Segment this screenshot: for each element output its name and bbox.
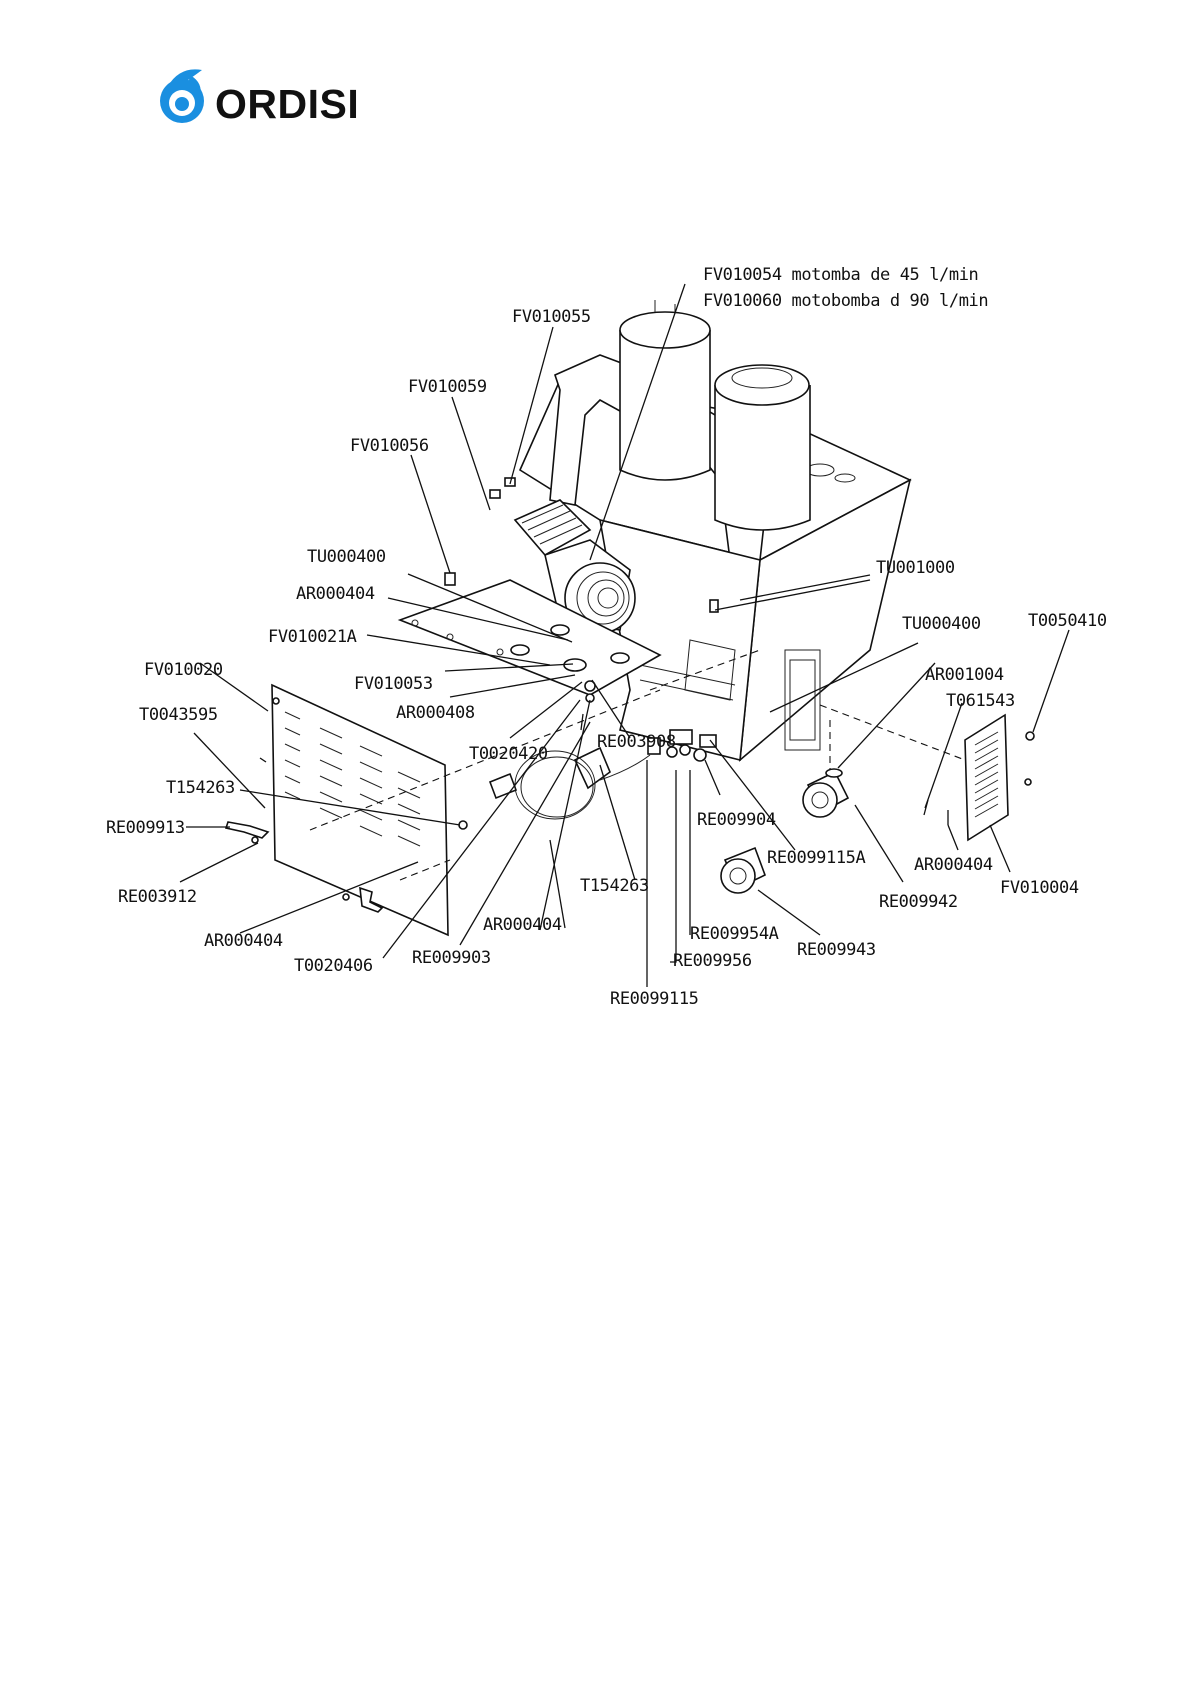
label-ar000404-b: AR000404 xyxy=(204,931,283,951)
ordisi-logo: ORDISI xyxy=(160,69,359,127)
label-re009903: RE009903 xyxy=(412,948,491,968)
cabinet-body xyxy=(518,354,912,762)
part-labels: FV010054 motomba de 45 l/min FV010060 mo… xyxy=(106,265,1107,1009)
label-fv010020: FV010020 xyxy=(144,660,223,680)
label-ar000404-c: AR000404 xyxy=(483,915,562,935)
label-t0020406: T0020406 xyxy=(294,956,373,976)
label-ar000408: AR000408 xyxy=(396,703,475,723)
leader-lines xyxy=(179,283,1070,987)
label-t0043595: T0043595 xyxy=(139,705,218,725)
right-grille-panel xyxy=(964,713,1009,842)
label-re009956: RE009956 xyxy=(673,951,752,971)
label-re009954a: RE009954A xyxy=(690,924,779,944)
filter-tanks xyxy=(619,300,811,531)
casters xyxy=(720,768,850,894)
label-t154263-b: T154263 xyxy=(580,876,649,896)
label-re009904: RE009904 xyxy=(697,810,776,830)
label-re009913: RE009913 xyxy=(106,818,185,838)
label-fv010059: FV010059 xyxy=(408,377,487,397)
label-fv010054: FV010054 motomba de 45 l/min xyxy=(703,265,978,285)
label-t061543: T061543 xyxy=(946,691,1015,711)
assembly-dashed-lines xyxy=(309,649,966,881)
label-ar001004: AR001004 xyxy=(925,665,1004,685)
label-ar000404-a: AR000404 xyxy=(296,584,375,604)
label-fv010056: FV010056 xyxy=(350,436,429,456)
label-t0050410: T0050410 xyxy=(1028,611,1107,631)
label-re0099115a: RE0099115A xyxy=(767,848,866,868)
label-fv010021a: FV010021A xyxy=(268,627,357,647)
ordisi-swirl-logo-icon xyxy=(160,69,204,123)
label-re003908: RE003908 xyxy=(597,732,676,752)
label-re003912: RE003912 xyxy=(118,887,197,907)
label-re009942: RE009942 xyxy=(879,892,958,912)
label-re009943: RE009943 xyxy=(797,940,876,960)
label-ar000404-d: AR000404 xyxy=(914,855,993,875)
label-re0099115: RE0099115 xyxy=(610,989,699,1009)
label-t154263-a: T154263 xyxy=(166,778,235,798)
label-fv010004: FV010004 xyxy=(1000,878,1079,898)
label-fv010053: FV010053 xyxy=(354,674,433,694)
label-fv010060: FV010060 motobomba d 90 l/min xyxy=(703,291,988,311)
label-fv010055: FV010055 xyxy=(512,307,591,327)
label-tu000400-a: TU000400 xyxy=(307,547,386,567)
brand-name: ORDISI xyxy=(215,81,359,127)
base-plate xyxy=(397,579,662,696)
label-t0020420: T0020420 xyxy=(469,744,548,764)
label-tu001000: TU001000 xyxy=(876,558,955,578)
label-tu000400-b: TU000400 xyxy=(902,614,981,634)
